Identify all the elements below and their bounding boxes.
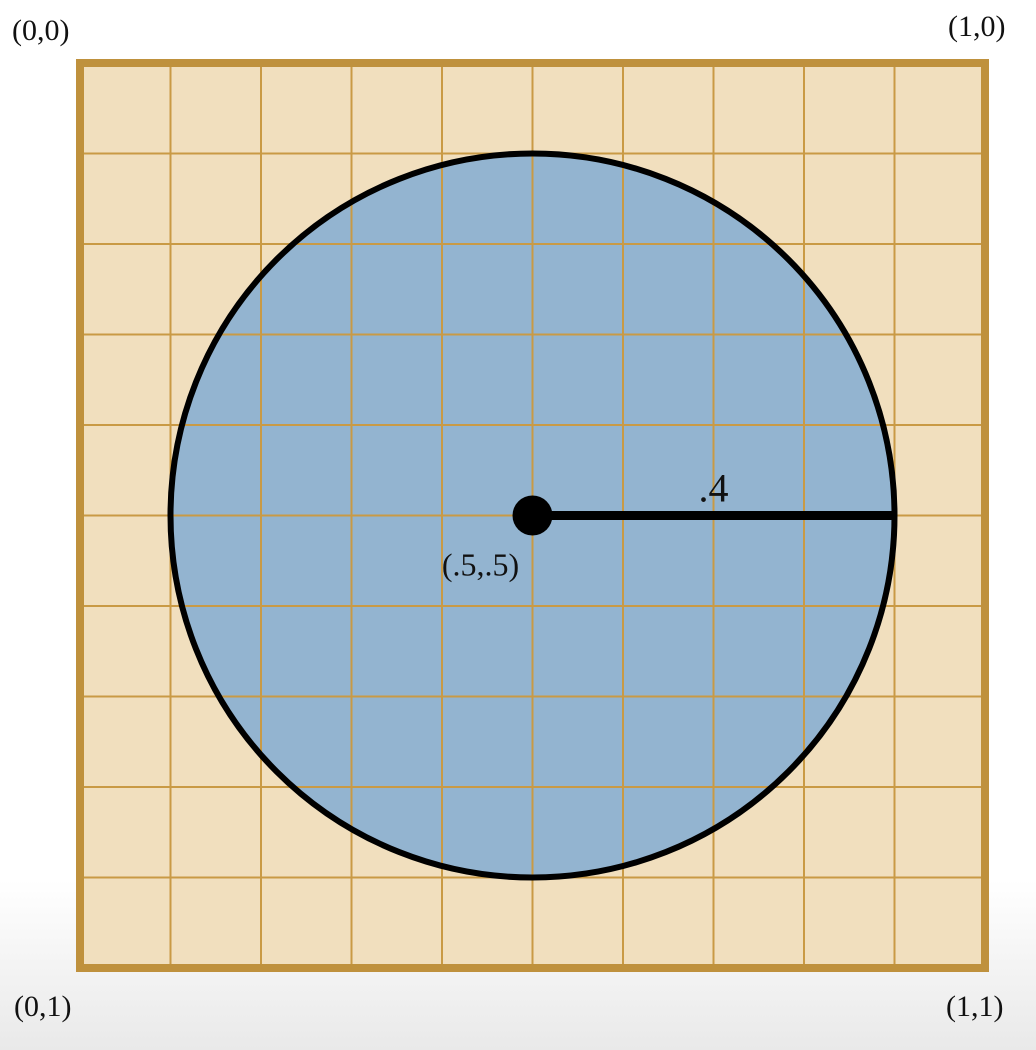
center-point bbox=[512, 495, 553, 536]
corner-label-top-right: (1,0) bbox=[948, 10, 1006, 43]
corner-label-bottom-left: (0,1) bbox=[14, 990, 72, 1023]
grid-lines-over-circle bbox=[80, 63, 985, 968]
corner-label-bottom-right: (1,1) bbox=[946, 990, 1004, 1023]
unit-square-border bbox=[76, 59, 989, 972]
corner-label-top-left: (0,0) bbox=[12, 14, 70, 47]
center-label: (.5,.5) bbox=[442, 547, 519, 583]
radius-label: .4 bbox=[699, 466, 729, 511]
